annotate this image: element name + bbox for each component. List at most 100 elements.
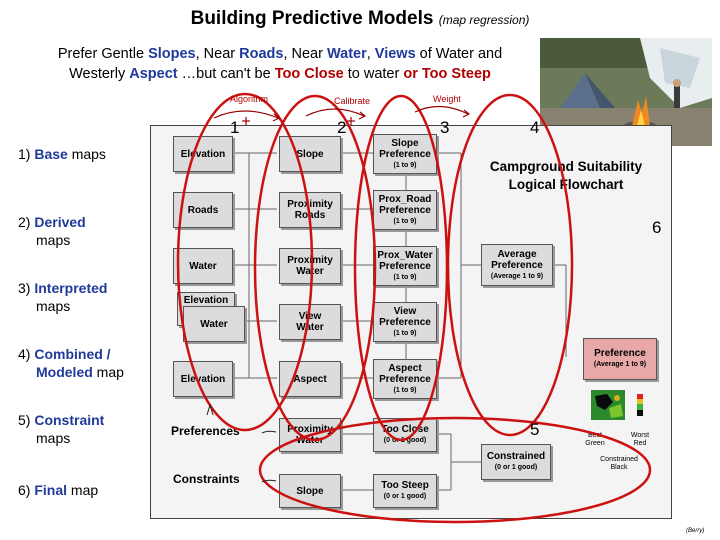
box-label: Roads <box>187 204 219 216</box>
legend-best: Best Green <box>583 432 607 448</box>
legend-line: Green <box>585 440 605 447</box>
side-rest: maps <box>36 232 71 248</box>
box-label: Preference <box>379 260 431 272</box>
box-label: Too Steep <box>381 480 429 491</box>
box-label: View <box>298 311 322 322</box>
page-title: Building Predictive Models (map regressi… <box>0 8 720 30</box>
too-steep-map: Too Steep (0 or 1 good) <box>373 474 437 508</box>
water-map: Water <box>173 248 233 284</box>
side-num: 5) <box>18 412 35 428</box>
side-rest: map <box>67 482 99 498</box>
arrow-head <box>358 111 367 120</box>
subtitle-text: …but can't be <box>177 66 275 82</box>
weight-label: Weight <box>433 94 461 104</box>
side-key: Constraint <box>34 412 105 428</box>
subtitle-text: Prefer Gentle <box>57 46 149 62</box>
side-rest: map <box>92 364 124 380</box>
box-label: Preference <box>379 148 431 160</box>
box-label: Prox_Road <box>378 193 432 205</box>
box-label: (1 to 9) <box>393 273 417 281</box>
calibrate-arrow <box>305 108 365 117</box>
subtitle-text: Westerly <box>69 66 130 82</box>
box-label: Constrained <box>486 451 546 462</box>
box-label: (0 or 1 good) <box>383 493 427 500</box>
constrained-map: Constrained(0 or 1 good) <box>481 444 551 480</box>
calibrate-label: Calibrate <box>334 96 371 106</box>
slope-map: Slope <box>279 136 341 172</box>
box-label: (1 to 9) <box>393 161 417 169</box>
final-preference-map: Preference (Average 1 to 9) <box>583 338 657 380</box>
side-num: 2) <box>18 214 35 230</box>
side-num: 4) <box>18 346 35 362</box>
box-label: Preference <box>379 373 431 385</box>
water-map-front: Water <box>183 306 245 342</box>
side-num: 1) <box>18 146 35 162</box>
side-label-final: 6) Final map <box>18 481 98 499</box>
legend-line: Red <box>633 440 647 447</box>
pref-arrow <box>261 430 277 434</box>
box-label: Proximity <box>287 424 333 435</box>
subtitle-text: , Near <box>283 46 327 62</box>
subtitle-text: , <box>366 46 375 62</box>
side-label-derived: 2) Derived maps <box>18 213 86 249</box>
algorithm-ellipse-1 <box>176 92 314 432</box>
box-label: Preference <box>379 316 431 328</box>
arrow-head <box>272 113 281 122</box>
box-label: (Average 1 to 9) <box>593 361 647 368</box>
constraint-arrow <box>261 479 277 483</box>
box-label: Slope <box>296 148 324 160</box>
side-label-combined: 4) Combined / Modeled map <box>18 345 124 381</box>
box-label: (1 to 9) <box>393 386 417 394</box>
box-label: Average <box>497 248 537 260</box>
box-label: Elevation <box>183 295 229 306</box>
preferences-label: Preferences <box>171 424 240 438</box>
aspect-map: Aspect <box>279 361 341 397</box>
subtitle-key-too-close: Too Close <box>274 66 344 82</box>
flowchart-title-line: Campground Suitability <box>489 159 643 174</box>
legend-line: Best <box>587 432 602 439</box>
weight-ellipse <box>446 93 574 437</box>
side-key: Modeled <box>36 364 93 380</box>
subtitle-key-too-steep: or Too Steep <box>403 66 491 82</box>
legend-constrained: Constrained Black <box>599 456 639 472</box>
legend-color-ramp <box>637 394 643 416</box>
box-label: (Average 1 to 9) <box>490 272 544 280</box>
box-label: Elevation <box>180 148 226 160</box>
legend-line: Constrained <box>600 456 638 463</box>
subtitle: Prefer Gentle Slopes, Near Roads, Near W… <box>20 44 540 84</box>
box-label: Aspect <box>293 373 327 385</box>
flowchart-panel: Elevation Roads Water Elevation Water El… <box>150 125 672 519</box>
algorithm-label: Algorithm <box>230 94 269 104</box>
subtitle-text: of Water and <box>415 46 503 62</box>
side-rest: maps <box>36 430 71 446</box>
box-label: Too Close <box>381 424 429 435</box>
step-number-5: 5 <box>530 420 540 439</box>
box-label: Preference <box>379 204 431 216</box>
subtitle-key-water: Water <box>326 46 367 62</box>
side-key: Base <box>34 146 68 162</box>
side-rest: maps <box>67 146 106 162</box>
flowchart-title: Campground Suitability Logical Flowchart <box>481 158 651 194</box>
side-key: Final <box>34 482 68 498</box>
box-label: Aspect <box>388 362 422 374</box>
box-label: Elevation <box>180 373 226 385</box>
step-number-6: 6 <box>652 218 662 237</box>
box-label: Water <box>200 318 228 330</box>
constraint-ellipse <box>258 416 652 524</box>
subtitle-key-views: Views <box>374 46 416 62</box>
constraints-label: Constraints <box>173 472 240 486</box>
legend-worst: Worst Red <box>627 432 653 448</box>
side-num: 3) <box>18 280 35 296</box>
up-arrow <box>206 403 214 416</box>
box-label: View <box>393 305 417 317</box>
box-label: (1 to 9) <box>393 329 417 337</box>
title-sub: (map regression) <box>438 13 530 27</box>
box-label: Proximity <box>287 255 333 266</box>
box-label: Preference <box>594 348 646 359</box>
